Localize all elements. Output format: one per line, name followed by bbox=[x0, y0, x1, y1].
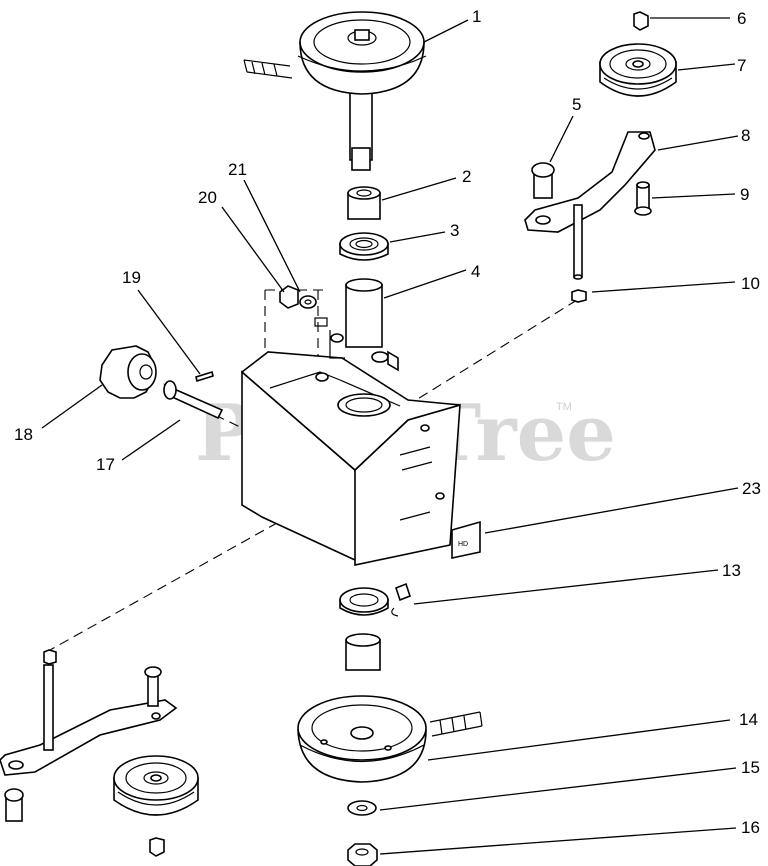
nut-10 bbox=[571, 289, 587, 303]
belt-fragment-bottom bbox=[429, 711, 483, 737]
idler-pulley-lower bbox=[113, 755, 199, 816]
spacer bbox=[347, 186, 381, 220]
callout-9: 9 bbox=[740, 185, 749, 204]
callout-6: 6 bbox=[737, 9, 746, 28]
callout-18: 18 bbox=[14, 425, 33, 444]
callout-16: 16 bbox=[741, 818, 760, 837]
callout-13: 13 bbox=[722, 561, 741, 580]
nut-20 bbox=[279, 285, 299, 309]
belt-fragment-top bbox=[243, 59, 293, 79]
lower-spacer bbox=[345, 633, 381, 671]
leader-lines bbox=[41, 17, 739, 855]
nut-6 bbox=[633, 11, 649, 31]
retaining-clip bbox=[391, 582, 411, 617]
badge-text: HD bbox=[458, 541, 468, 548]
threaded-stud bbox=[163, 380, 224, 420]
upper-bearing bbox=[339, 232, 389, 261]
callout-17: 17 bbox=[96, 455, 115, 474]
lower-pulley bbox=[297, 695, 427, 783]
idler-arm-lower bbox=[0, 649, 178, 776]
callout-8: 8 bbox=[741, 126, 750, 145]
washer-21 bbox=[299, 295, 317, 309]
idler-housing bbox=[240, 317, 461, 566]
callout-3: 3 bbox=[450, 221, 459, 240]
badge-plate: HD bbox=[451, 520, 481, 559]
bolt-lower bbox=[144, 666, 162, 707]
tension-knob bbox=[99, 345, 157, 399]
nut-lower bbox=[149, 837, 165, 857]
callout-21: 21 bbox=[228, 160, 247, 179]
callout-10: 10 bbox=[741, 274, 760, 293]
roll-pin bbox=[195, 370, 214, 383]
callout-7: 7 bbox=[737, 56, 746, 75]
shaft-tube bbox=[345, 278, 383, 348]
bolt-9 bbox=[634, 181, 652, 216]
callout-14: 14 bbox=[739, 710, 758, 729]
shoulder-bolt-5 bbox=[531, 162, 555, 199]
callout-labels: 1 2 3 4 5 6 7 8 9 10 13 14 15 16 17 18 1… bbox=[14, 7, 761, 837]
callout-23: 23 bbox=[742, 479, 761, 498]
callout-4: 4 bbox=[471, 262, 480, 281]
top-pulley bbox=[297, 11, 427, 171]
callout-19: 19 bbox=[122, 268, 141, 287]
washer-15 bbox=[347, 800, 377, 816]
nut-16 bbox=[347, 843, 378, 866]
callout-2: 2 bbox=[462, 167, 471, 186]
watermark-tm: TM bbox=[556, 401, 572, 413]
lower-bearing bbox=[339, 587, 389, 616]
callout-20: 20 bbox=[198, 188, 217, 207]
idler-pulley-upper bbox=[599, 43, 677, 97]
callout-5: 5 bbox=[572, 95, 581, 114]
callout-15: 15 bbox=[741, 758, 760, 777]
shoulder-bolt-lower bbox=[4, 788, 24, 822]
idler-arm-upper bbox=[524, 131, 656, 280]
callout-1: 1 bbox=[472, 7, 481, 26]
